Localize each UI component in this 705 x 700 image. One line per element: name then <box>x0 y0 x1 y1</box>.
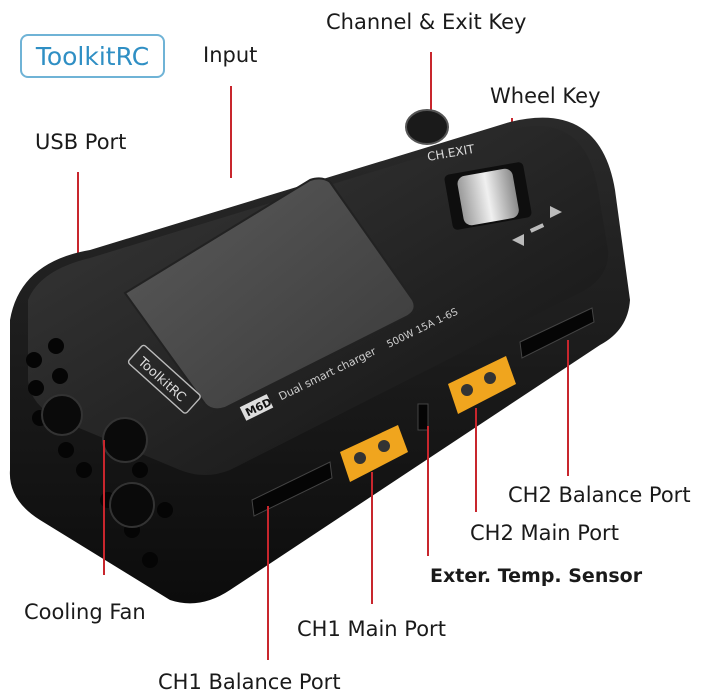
ch1-balance-port <box>251 461 333 517</box>
callout-channel-exit-key: Channel & Exit Key <box>326 10 527 34</box>
callout-wheel-key: Wheel Key <box>490 84 601 108</box>
lcd-screen <box>123 177 416 411</box>
callout-ch2-balance-port: CH2 Balance Port <box>508 483 691 507</box>
ch1-main-port <box>340 425 408 482</box>
callout-ch1-balance-port: CH1 Balance Port <box>158 670 341 694</box>
callout-ch1-main-port: CH1 Main Port <box>297 617 446 641</box>
callout-ch2-main-port: CH2 Main Port <box>470 521 619 545</box>
callout-ext-temp-sensor: Exter. Temp. Sensor <box>430 565 643 587</box>
cooling-vents <box>26 338 173 568</box>
wheel-key <box>444 162 532 230</box>
ch2-main-port <box>448 356 516 414</box>
temp-sensor-port <box>417 403 429 431</box>
callout-usb-port: USB Port <box>35 130 127 154</box>
toolkitrc-logo: ToolkitRC <box>20 34 165 78</box>
callout-cooling-fan: Cooling Fan <box>24 600 146 624</box>
ch2-balance-port <box>519 307 595 359</box>
callout-input: Input <box>203 43 258 67</box>
wheel-arrows <box>512 206 562 246</box>
ch-exit-button <box>405 109 449 145</box>
